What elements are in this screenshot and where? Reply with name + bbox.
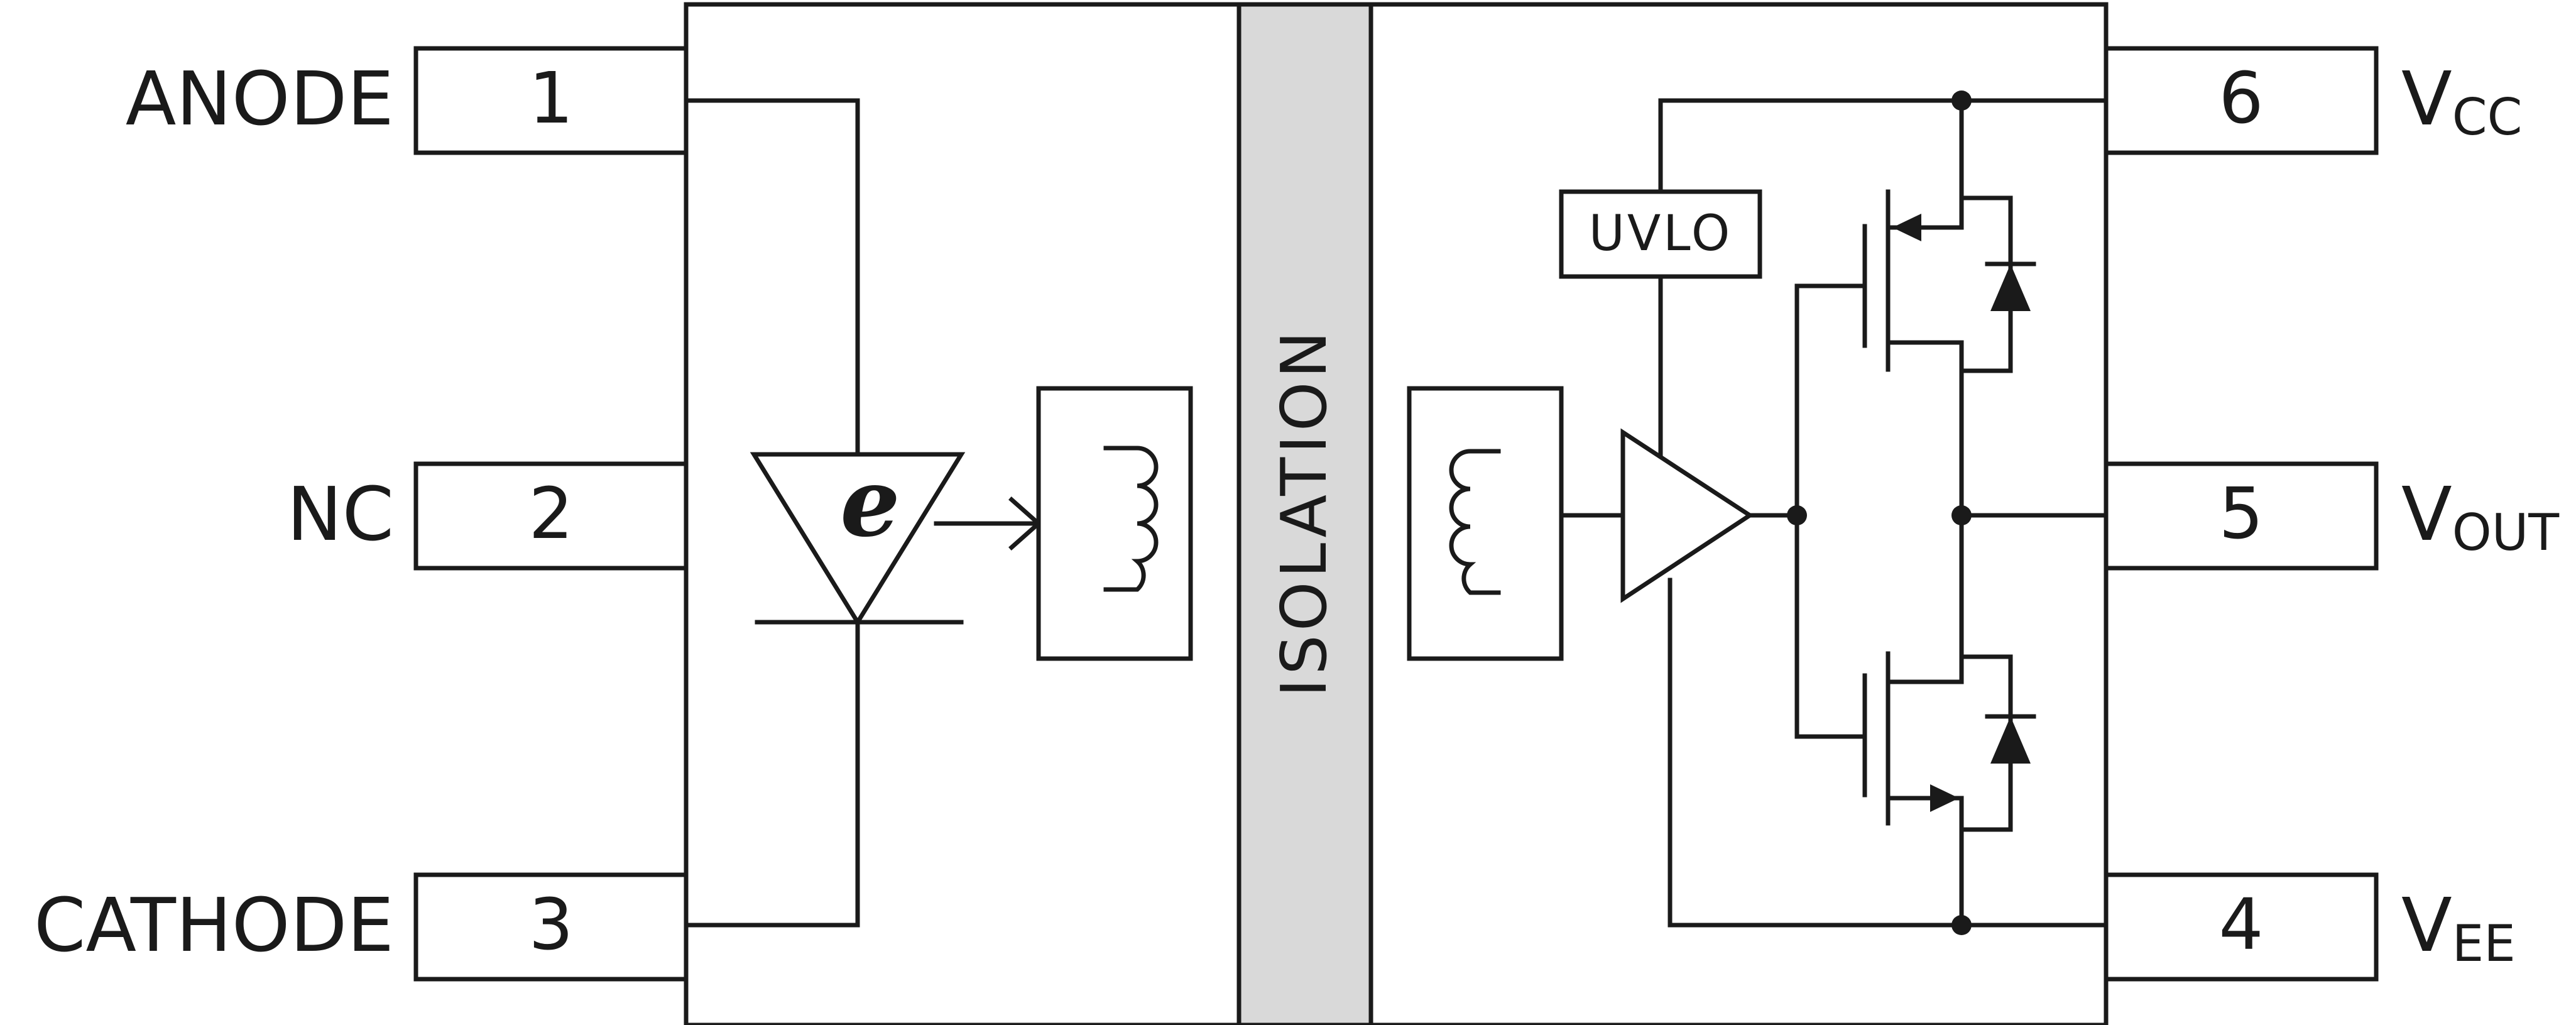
junction-dot-vee bbox=[1951, 915, 1972, 935]
pin-1-number: 1 bbox=[528, 58, 573, 140]
pin-1-label: ANODE bbox=[126, 55, 394, 142]
pin-5-label: VOUT bbox=[2401, 471, 2560, 562]
junction-dot-gate bbox=[1787, 505, 1807, 525]
led-triangle bbox=[750, 452, 966, 627]
amplifier-triangle bbox=[1620, 428, 1754, 603]
receiver-coil-block bbox=[1407, 386, 1564, 661]
junction-dot-vcc bbox=[1951, 90, 1972, 111]
pin-4-vee: 4 VEE bbox=[2104, 872, 2516, 982]
emitter-symbol: e bbox=[840, 447, 900, 558]
junction-dot-vout bbox=[1951, 505, 1972, 525]
low-side-mosfet bbox=[1862, 513, 2036, 928]
pin-4-label: VEE bbox=[2401, 882, 2516, 973]
high-side-mosfet bbox=[1862, 98, 2036, 518]
pin-6-label: VCC bbox=[2401, 55, 2522, 146]
pin-2-number: 2 bbox=[528, 473, 573, 555]
pin-3-cathode: 3 CATHODE bbox=[34, 872, 689, 982]
pin-6-number: 6 bbox=[2219, 58, 2263, 140]
transmitter-coil-block bbox=[1036, 386, 1193, 661]
isolation-label: ISOLATION bbox=[1267, 327, 1341, 697]
pin-3-number: 3 bbox=[528, 884, 573, 966]
pin-5-vout: 5 VOUT bbox=[2104, 461, 2560, 571]
pin-4-number: 4 bbox=[2219, 884, 2263, 966]
pin-2-nc: 2 NC bbox=[287, 461, 689, 571]
uvlo-label: UVLO bbox=[1589, 206, 1733, 262]
pin-3-label: CATHODE bbox=[34, 882, 394, 968]
pin-1-anode: 1 ANODE bbox=[126, 46, 689, 155]
led-input-circuit: e bbox=[684, 98, 1042, 928]
pin-5-number: 5 bbox=[2219, 473, 2263, 555]
pin-2-label: NC bbox=[287, 471, 394, 557]
pin-6-vcc: 6 VCC bbox=[2104, 46, 2522, 155]
